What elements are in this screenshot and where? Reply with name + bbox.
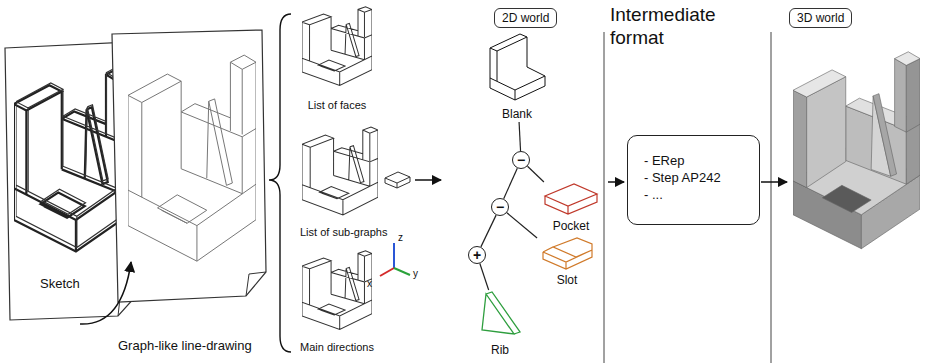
- stage-heading: Intermediate format: [610, 4, 728, 50]
- axis-label: x: [367, 278, 372, 289]
- pocket-figure: [545, 184, 597, 214]
- feature-node: Rib: [472, 290, 528, 358]
- feature-label: Slot: [536, 273, 598, 287]
- model-face: [793, 70, 846, 97]
- directions-drawing: [302, 251, 372, 330]
- subgraph-drawing: [302, 127, 378, 215]
- feature-node: Pocket: [540, 182, 602, 234]
- model-pocket: [822, 185, 871, 212]
- stage-tag: 2D world: [494, 8, 557, 28]
- subgraph-piece: [385, 172, 410, 188]
- caption-label: Main directions: [300, 341, 374, 353]
- separator: [604, 32, 605, 363]
- feature-label: Rib: [472, 343, 528, 357]
- tree-branch: [504, 168, 518, 199]
- format-box: - ERep- Step AP242- ...: [627, 135, 760, 225]
- feature-node: Slot: [536, 238, 598, 288]
- stage-title: 3D world: [797, 11, 844, 25]
- caption-label: List of sub-graphs: [300, 226, 387, 238]
- tree-branch: [507, 213, 537, 238]
- model-face: [895, 59, 907, 133]
- format-item: - Step AP242: [644, 169, 749, 186]
- separator: [771, 32, 772, 363]
- brace: [269, 14, 291, 352]
- stage-tag: 3D world: [789, 8, 852, 28]
- feature-node: Blank: [486, 40, 548, 122]
- operator-sign: −: [496, 200, 504, 214]
- x-axis: [380, 268, 394, 276]
- sketch-drawing: [16, 66, 129, 247]
- stage-title: 2D world: [502, 11, 549, 25]
- tree-branch: [480, 264, 489, 290]
- axis-label: y: [413, 268, 418, 279]
- flow-arrow: [608, 181, 624, 183]
- format-item: - ...: [644, 186, 749, 203]
- caption-label: Graph-like line-drawing: [118, 338, 252, 353]
- solid-model: [793, 52, 920, 249]
- axis-label: z: [398, 232, 403, 243]
- feature-label: Pocket: [540, 219, 602, 233]
- boolean-operator: +: [468, 246, 486, 264]
- model-face: [895, 52, 920, 66]
- blank-figure: [490, 34, 545, 100]
- operator-sign: +: [473, 248, 481, 262]
- tree-branch: [481, 215, 496, 247]
- paper-sheet: [112, 30, 266, 302]
- rib-figure: [482, 292, 520, 334]
- flow-arrow: [415, 179, 441, 181]
- model-face: [793, 90, 807, 187]
- slot-figure: [543, 238, 592, 269]
- curved-arrow: [80, 262, 131, 324]
- caption-label: Sketch: [40, 276, 80, 291]
- paper-fold: [246, 272, 266, 296]
- boolean-operator: −: [491, 198, 509, 216]
- format-item: - ERep: [644, 152, 749, 169]
- model-face: [906, 59, 920, 133]
- z-axis: [393, 243, 395, 268]
- tree-branch: [519, 122, 520, 151]
- line-drawing: [128, 55, 256, 261]
- feature-label: Blank: [486, 107, 548, 121]
- operator-sign: −: [517, 153, 525, 167]
- boolean-operator: −: [512, 151, 530, 169]
- faces-drawing: [302, 7, 372, 86]
- model-rib: [873, 94, 896, 177]
- caption-label: List of faces: [308, 99, 367, 111]
- flow-arrow: [761, 181, 787, 183]
- tree-branch: [527, 166, 543, 182]
- y-axis: [394, 268, 410, 275]
